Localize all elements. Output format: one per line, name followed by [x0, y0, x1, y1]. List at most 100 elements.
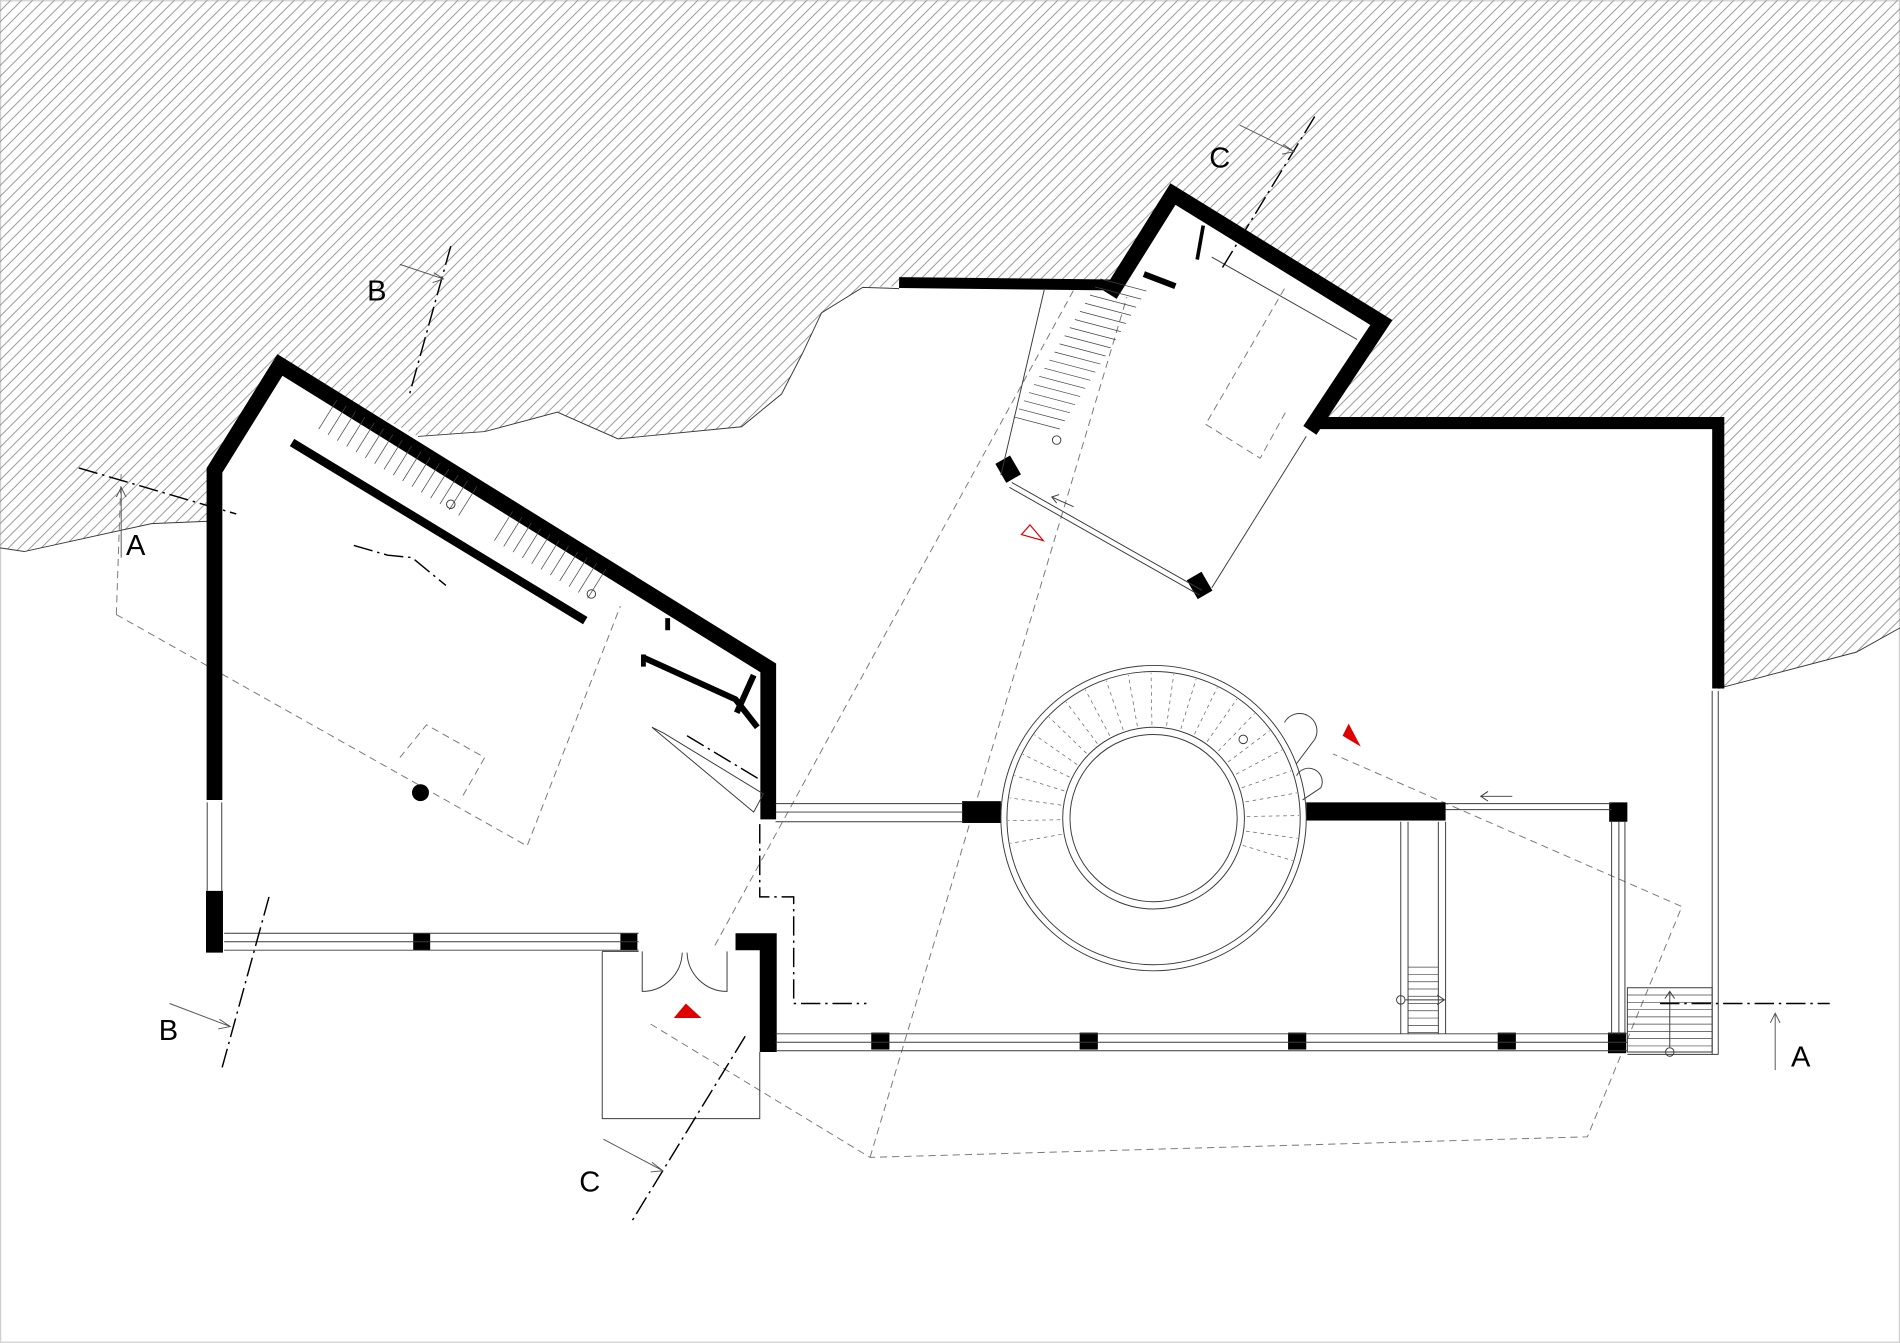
stair-tread: [1028, 392, 1076, 406]
stair-tread: [1227, 730, 1270, 763]
stair-tread: [383, 440, 403, 470]
stair-tread: [337, 411, 356, 441]
stair-tread: [1245, 830, 1298, 839]
section-line-a-left: [78, 467, 237, 515]
entry-marker-main: [673, 1003, 702, 1019]
stair-tread: [1241, 770, 1292, 789]
stair-tread: [1034, 384, 1081, 397]
stair-tread: [374, 434, 394, 464]
stair-tread: [430, 468, 450, 499]
stair-tread: [1022, 754, 1070, 778]
stair-tread: [1010, 833, 1062, 844]
wall-bath-stub: [641, 618, 671, 667]
stair-tread: [512, 522, 532, 553]
stair-tread: [411, 457, 431, 487]
stair-tread: [1064, 335, 1111, 349]
stair-tread: [421, 463, 440, 493]
columns: [411, 455, 1628, 1054]
stair-tread: [1084, 302, 1132, 316]
stair-tread: [1039, 375, 1086, 389]
direction-arrows: [446, 435, 1513, 802]
column: [995, 455, 1021, 483]
stair-tread: [1044, 367, 1091, 381]
stair-tread: [1235, 749, 1283, 775]
stair-tread: [1049, 359, 1096, 373]
stair-tread: [1095, 286, 1142, 300]
column: [1288, 1032, 1307, 1050]
entry-marker-upper: [1020, 523, 1046, 542]
stair-tread: [1150, 672, 1153, 725]
section-label-c-top: C: [1209, 142, 1230, 174]
section-labels: A A B B C C: [126, 142, 1811, 1198]
column-round: [411, 784, 429, 802]
stair-tread: [578, 563, 597, 593]
column: [1079, 1032, 1098, 1050]
stair-tread: [1059, 343, 1106, 357]
stair-tread: [1206, 698, 1238, 742]
stair-tread: [1069, 327, 1116, 341]
wall-top-center: [899, 277, 1111, 291]
section-label-b-bottom: B: [159, 1015, 178, 1047]
stair-tread: [393, 445, 412, 476]
entry-marker-side: [1342, 723, 1361, 747]
glazing: [206, 256, 1719, 1055]
section-line-b-top: [408, 245, 452, 395]
stair-corridor: [1396, 821, 1447, 1034]
stair-tread: [531, 534, 551, 564]
stair-tread: [1180, 678, 1197, 729]
wall-left-wing: [206, 354, 777, 820]
stair-tread: [1246, 815, 1299, 817]
stair-upper-right: [1013, 278, 1147, 430]
wall-entry: [735, 933, 777, 1052]
stair-tread: [355, 422, 375, 453]
stair-tread: [1127, 674, 1138, 727]
door-left: [641, 951, 683, 992]
section-lines: [78, 116, 1830, 1225]
section-label-a-right: A: [1791, 1042, 1811, 1074]
stair-tread: [1242, 845, 1293, 861]
stair-tread: [1023, 400, 1071, 414]
wall-upper-stub: [1195, 225, 1206, 260]
stair-tread: [1105, 680, 1124, 731]
stair-tread: [1008, 819, 1061, 822]
stair-tread: [1009, 797, 1062, 806]
stair-tread: [1218, 713, 1255, 752]
column: [1186, 571, 1213, 600]
stair-tread: [402, 451, 422, 482]
stair-tread: [318, 399, 338, 430]
stair-tread: [365, 428, 384, 459]
wall-bathroom: [640, 654, 760, 730]
column: [1609, 802, 1628, 822]
stair-tread: [439, 474, 459, 505]
column: [871, 1032, 890, 1050]
entry-markers: [673, 523, 1361, 1019]
column: [1497, 1032, 1516, 1050]
wall-stair-inner: [289, 438, 588, 625]
section-line-c-top: [1220, 116, 1316, 270]
stair-tread: [540, 540, 560, 570]
stair-tread: [1048, 716, 1087, 754]
stair-tread: [1166, 674, 1175, 726]
stair-left-wing: [318, 399, 607, 599]
stair-tread: [503, 517, 523, 547]
section-label-c-bottom: C: [579, 1166, 600, 1198]
door-right: [686, 951, 728, 992]
stair-tread: [1089, 294, 1137, 308]
stair-tread: [522, 528, 541, 559]
stair-tread: [1084, 689, 1111, 736]
stair-tread: [1074, 319, 1121, 332]
section-label-b-top: B: [367, 276, 386, 308]
stair-tread: [494, 511, 513, 541]
stair-tread: [559, 551, 579, 582]
stair-tread: [458, 486, 478, 516]
spiral-stair: [1000, 664, 1323, 972]
stair-tread: [346, 417, 366, 447]
wall-corridor-block: [962, 801, 1001, 823]
stair-tread: [1194, 687, 1218, 735]
wall-corridor-mid: [1306, 802, 1446, 821]
stair-tread: [1018, 408, 1065, 422]
section-label-a-left: A: [126, 530, 146, 562]
stair-tread: [449, 480, 468, 510]
stair-tread: [1245, 792, 1297, 803]
